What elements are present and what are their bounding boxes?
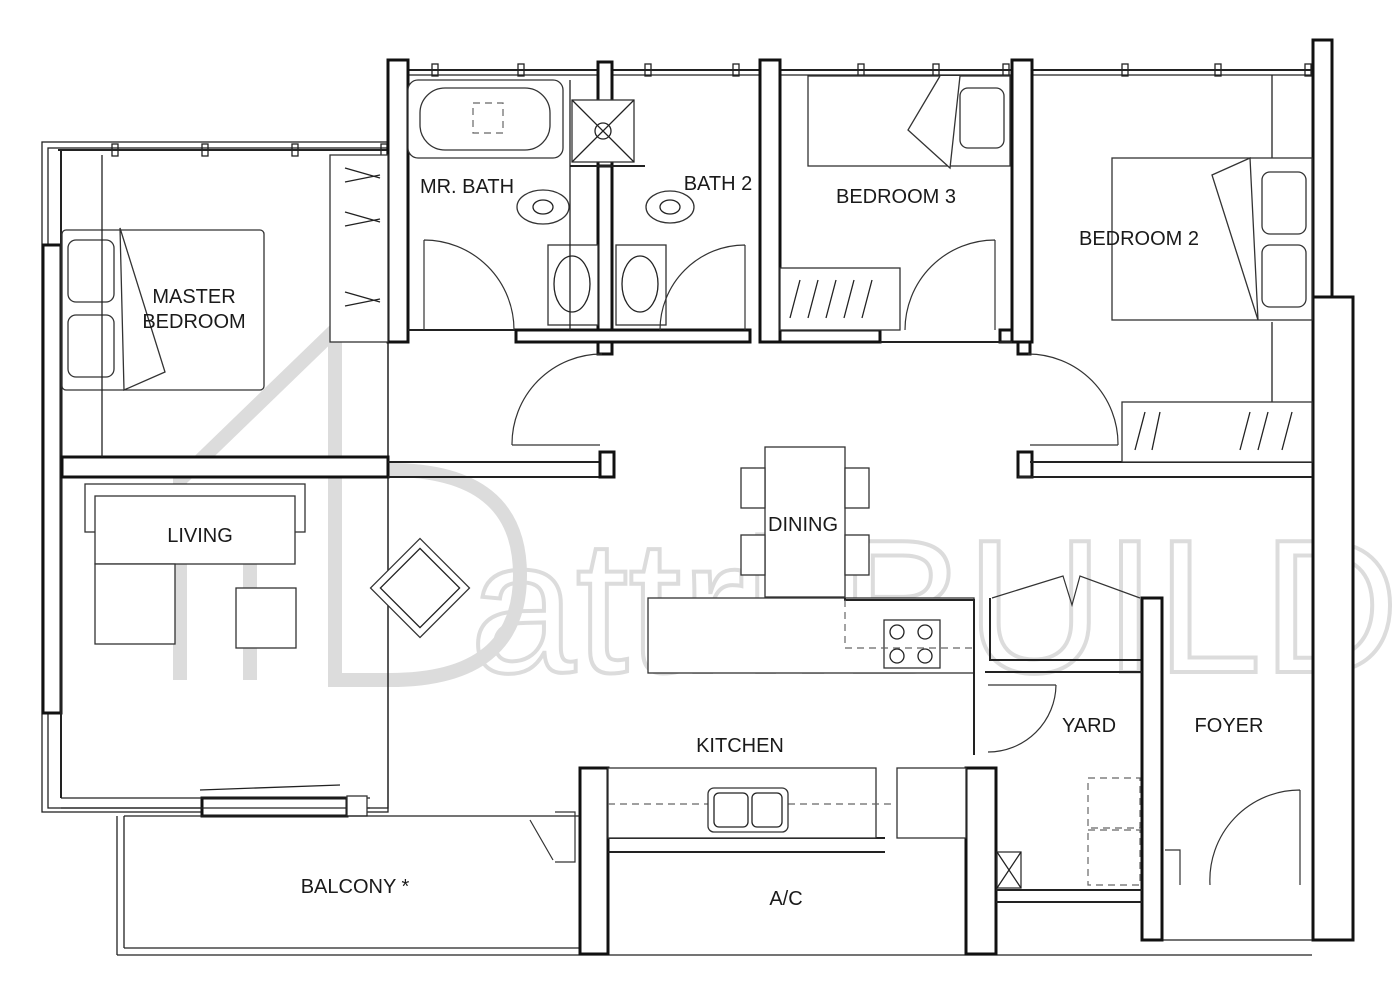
- label-kitchen: KITCHEN: [696, 735, 784, 757]
- living-furniture: [84, 483, 471, 649]
- dryer: [1087, 829, 1141, 886]
- label-living: LIVING: [167, 525, 233, 547]
- pillow: [1261, 244, 1307, 308]
- mr-bath-fixtures: [407, 79, 599, 330]
- chair: [740, 534, 766, 576]
- bedroom-3-furniture: [779, 75, 1011, 331]
- washer: [1087, 777, 1141, 829]
- bedroom-3-wardrobe: [779, 267, 901, 331]
- toilet: [645, 190, 695, 224]
- yard-fixtures: [1087, 777, 1141, 886]
- label-mr-bath: MR. BATH: [420, 176, 514, 198]
- doors: [199, 239, 1301, 886]
- sofa-seat: [94, 495, 296, 565]
- dining-furniture: [740, 446, 870, 598]
- bath-2-fixtures: [571, 99, 695, 326]
- label-balcony: BALCONY *: [301, 876, 410, 898]
- pillow: [959, 87, 1005, 149]
- label-bath-2: BATH 2: [684, 173, 753, 195]
- exterior-walls: [41, 38, 1355, 956]
- label-dining: DINING: [768, 514, 838, 536]
- chair: [844, 534, 870, 576]
- chair: [740, 467, 766, 509]
- label-bedroom-2: BEDROOM 2: [1079, 228, 1199, 250]
- master-bedroom-furniture: [61, 154, 389, 457]
- toilet: [516, 189, 570, 225]
- label-yard: YARD: [1062, 715, 1116, 737]
- room-labels: MASTER BEDROOM MR. BATH BATH 2 BEDROOM 3…: [142, 173, 1263, 910]
- bedroom-2-wardrobe: [1121, 401, 1313, 463]
- bedroom-2-furniture: [1111, 157, 1313, 463]
- label-bedroom-3: BEDROOM 3: [836, 186, 956, 208]
- interior-walls: [60, 58, 1312, 956]
- chair: [844, 467, 870, 509]
- pillow: [67, 314, 115, 378]
- side-table: [235, 587, 297, 649]
- sofa-chaise: [94, 563, 176, 645]
- fridge: [896, 767, 967, 839]
- pillow: [1261, 171, 1307, 235]
- master-wardrobe: [329, 154, 389, 343]
- kitchen-fixtures: [607, 600, 1022, 889]
- label-master-bedroom-line2: BEDROOM: [142, 311, 245, 333]
- pillow: [67, 239, 115, 303]
- label-master-bedroom-line1: MASTER: [152, 286, 235, 308]
- label-foyer: FOYER: [1195, 715, 1264, 737]
- armchair: [369, 537, 471, 639]
- label-ac: A/C: [769, 888, 802, 910]
- dining-table: [764, 446, 846, 598]
